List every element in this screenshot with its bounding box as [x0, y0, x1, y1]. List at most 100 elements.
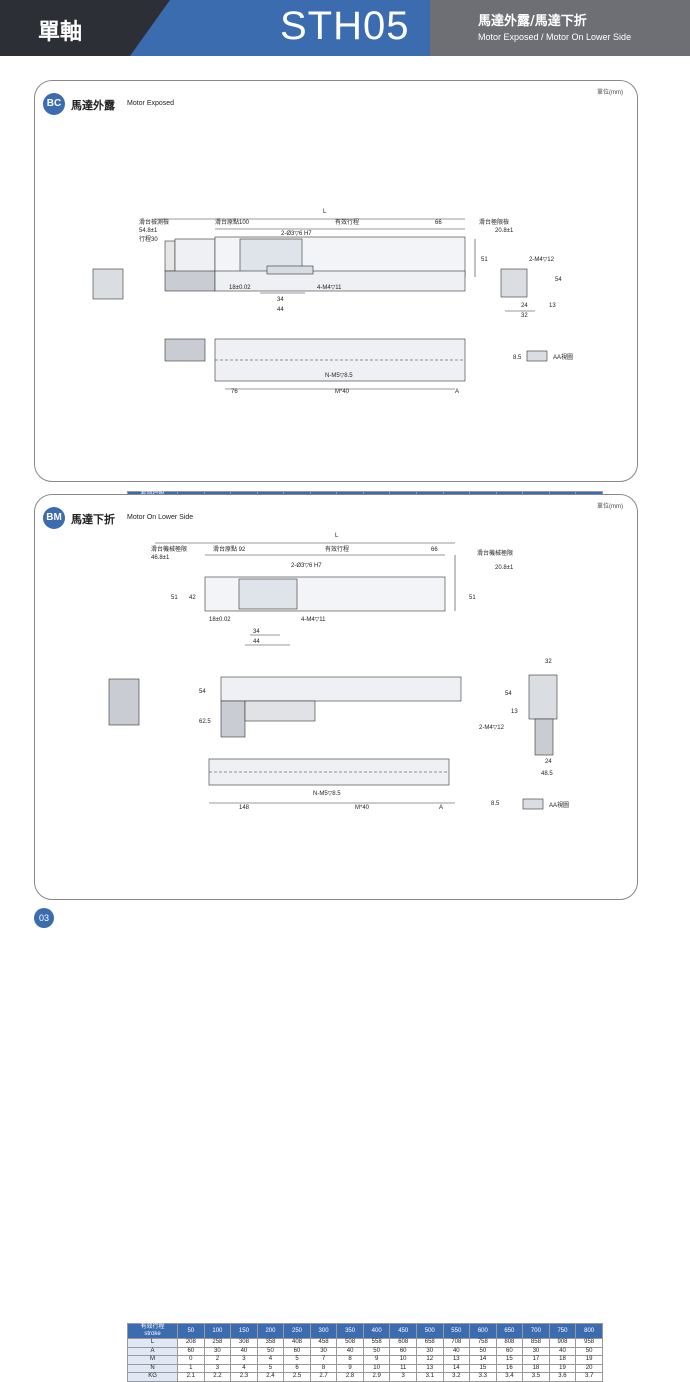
stroke-header-cell: 350	[336, 1323, 364, 1339]
table-cell: 758	[469, 1338, 497, 1348]
m5-label: N-M5▽8.5	[313, 791, 341, 797]
m4-label: 2-M4▽12	[529, 257, 555, 263]
slide-check-label: 滑台檢測檢	[139, 218, 169, 226]
aa-view	[522, 798, 544, 810]
dim-42: 42	[189, 595, 196, 601]
stroke-header-cell: 450	[389, 1323, 417, 1339]
table-cell: 4	[230, 1363, 258, 1373]
section-a: A	[455, 389, 459, 395]
table-cell: 50	[469, 1346, 497, 1356]
table-cell: 15	[495, 1355, 524, 1365]
stroke-label: 有效行程	[325, 545, 349, 553]
table-cell: 40	[442, 1346, 471, 1356]
section-a: A	[439, 805, 443, 811]
table-cell: 13	[415, 1363, 444, 1373]
page-header: 單軸 STH05 馬達外露/馬達下折 Motor Exposed / Motor…	[0, 0, 690, 56]
table-cell: 50	[575, 1346, 603, 1356]
table-cell: 908	[548, 1338, 577, 1348]
row-label-cell: KG	[126, 1372, 179, 1382]
dim-13: 13	[549, 303, 556, 309]
table-cell: 3.5	[522, 1372, 550, 1382]
section-badge: BM	[43, 507, 65, 529]
table-cell: 958	[575, 1338, 603, 1348]
table-cell: 2.5	[283, 1372, 311, 1382]
table-cell: 408	[283, 1338, 311, 1348]
table-cell: 14	[442, 1363, 471, 1373]
dim-l: L	[335, 533, 339, 539]
stroke-header-cell: 50	[177, 1323, 205, 1339]
table-cell: 16	[495, 1363, 524, 1373]
side-view	[528, 674, 558, 720]
subtitle-cn: 馬達外露/馬達下折	[478, 14, 587, 29]
table-cell: 608	[389, 1338, 417, 1348]
header-subtitle-band	[430, 0, 690, 56]
motor-block	[108, 678, 140, 726]
table-cell: 2.3	[230, 1372, 258, 1382]
end-cap	[92, 268, 124, 300]
stroke-header-cell: 550	[442, 1323, 471, 1339]
table-cell: 60	[283, 1346, 311, 1356]
stroke-header-cell: 800	[575, 1323, 603, 1339]
section-motor-exposed: BC 馬達外露 Motor Exposed 單位(mm)	[34, 80, 638, 550]
origin-label: 滑台原點100	[215, 218, 250, 226]
table-cell: 308	[230, 1338, 258, 1348]
page-number: 03	[34, 908, 54, 928]
table-cell: 2.8	[336, 1372, 364, 1382]
header-category-band	[0, 0, 130, 56]
origin-label: 滑台原點 92	[213, 545, 246, 553]
unit-label: 單位(mm)	[597, 504, 623, 510]
table-cell: 30	[415, 1346, 444, 1356]
table-cell: 208	[177, 1338, 205, 1348]
motor-block	[164, 240, 176, 272]
table-cell: 50	[362, 1346, 391, 1356]
section-title-en: Motor Exposed	[127, 100, 175, 107]
dim-8-5: 8.5	[513, 355, 522, 361]
m40-label: M*40	[335, 389, 350, 395]
table-cell: 2.4	[256, 1372, 285, 1382]
table-cell: 358	[256, 1338, 285, 1348]
table-cell: 10	[389, 1355, 417, 1365]
table-cell: 40	[548, 1346, 577, 1356]
slide-check-label: 滑台機械極限	[151, 545, 187, 553]
tap-label: 4-M4▽11	[317, 285, 342, 291]
dim-51: 51	[481, 257, 488, 263]
section-badge: BC	[43, 93, 65, 115]
dim-44: 44	[277, 307, 284, 313]
row-label-cell: L	[126, 1338, 179, 1348]
table-cell: 15	[469, 1363, 497, 1373]
drawing-motor-exposed: L 滑台檢測檢 54.8±1 行程30 滑台原點100 有效行程 66 滑台極限…	[92, 209, 573, 395]
unit-label: 單位(mm)	[597, 90, 623, 96]
stroke-label: 有效行程	[335, 218, 359, 226]
m4-label: 2-M4▽12	[479, 725, 505, 731]
limit-value: 20.8±1	[495, 565, 514, 571]
dim-l: L	[323, 209, 327, 215]
header-stroke-en: stroke	[144, 1331, 161, 1337]
table-cell: 6	[283, 1363, 311, 1373]
slide-table	[238, 578, 298, 610]
table-cell: 3.1	[415, 1372, 444, 1382]
dim-51: 51	[171, 595, 178, 601]
table-cell: 258	[203, 1338, 232, 1348]
dim-8-5: 8.5	[491, 801, 500, 807]
section-title-en: Motor On Lower Side	[127, 514, 194, 521]
table-cell: 3	[203, 1363, 232, 1373]
table-cell: 30	[203, 1346, 232, 1356]
table-cell: 2.9	[362, 1372, 391, 1382]
stroke-header-cell: 650	[495, 1323, 524, 1339]
dim-54-side: 54	[505, 691, 512, 697]
dim-66: 66	[431, 547, 438, 553]
table-cell: 30	[522, 1346, 550, 1356]
table-cell: 708	[442, 1338, 471, 1348]
dim-62-5: 62.5	[199, 719, 211, 725]
table-cell: 13	[442, 1355, 471, 1365]
table-cell: 3	[389, 1372, 417, 1382]
table-cell: 3.3	[469, 1372, 497, 1382]
table-cell: 5	[256, 1363, 285, 1373]
section-title-cn: 馬達外露	[71, 99, 115, 112]
table-cell: 5	[283, 1355, 311, 1365]
